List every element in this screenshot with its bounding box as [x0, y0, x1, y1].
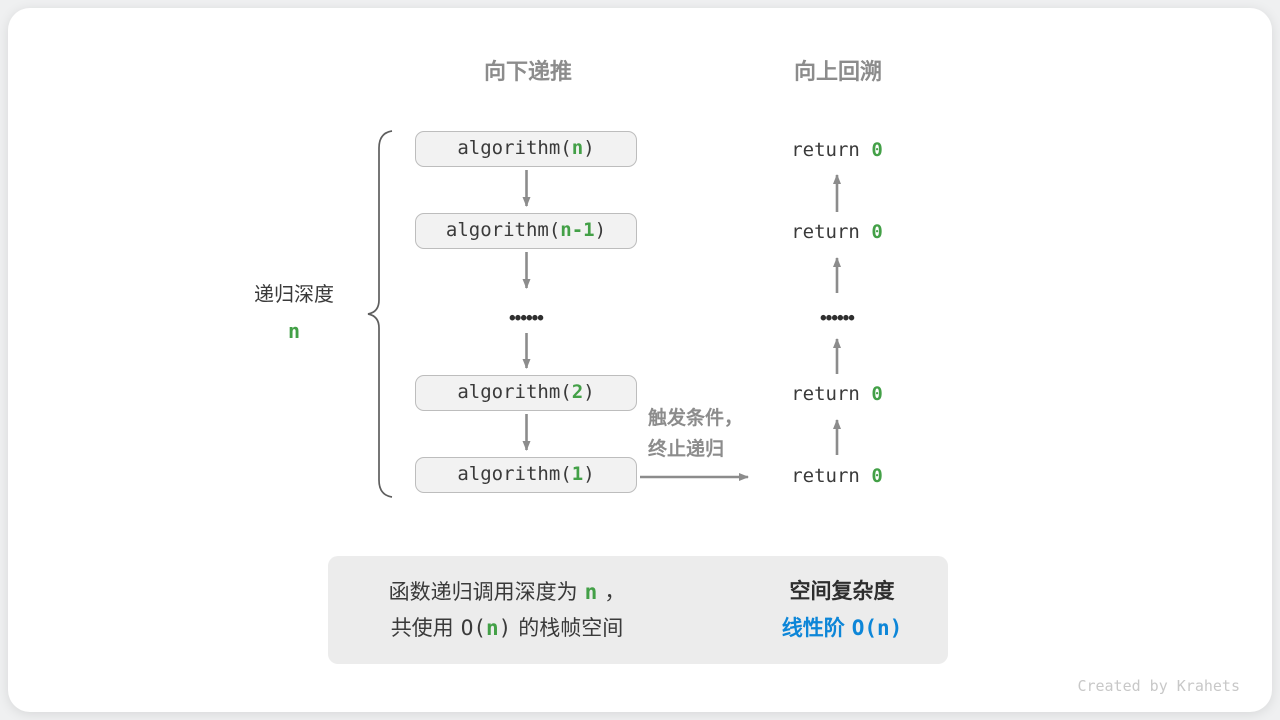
summary-line2-o-close: ) [498, 616, 512, 640]
summary-line1-text: 函数递归调用深度为 [388, 581, 578, 604]
call-box-algorithm-n: algorithm(n) [415, 131, 637, 167]
return-statement: return 0 [757, 380, 917, 408]
call-box-algorithm-1: algorithm(1) [415, 457, 637, 493]
header-upward-backtrack: 向上回溯 [793, 59, 882, 84]
summary-panel [328, 556, 948, 664]
call-close: ) [594, 219, 607, 241]
return-keyword: return [791, 221, 860, 243]
header-downward-recursion: 向下递推 [483, 59, 572, 84]
summary-line2-text2: 的栈帧空间 [518, 617, 624, 640]
complexity-big-o: O(n) [851, 616, 903, 640]
summary-line2: 共使用 O(n) 的栈帧空间 [334, 613, 680, 643]
summary-line2-text: 共使用 [390, 617, 454, 640]
call-fn: algorithm( [445, 219, 561, 241]
return-keyword: return [791, 383, 860, 405]
return-statement: return 0 [757, 218, 917, 246]
call-box-algorithm-n-1: algorithm(n-1) [415, 213, 637, 249]
call-arg: 1 [571, 463, 584, 485]
trigger-condition-line1: 触发条件， [648, 408, 744, 429]
call-close: ) [583, 137, 595, 159]
return-statement: return 0 [757, 462, 917, 490]
call-fn: algorithm( [457, 463, 572, 485]
summary-line1-comma: ， [604, 581, 626, 604]
summary-line1-n: n [584, 580, 598, 604]
return-value: 0 [871, 139, 883, 161]
call-close: ) [583, 463, 595, 485]
call-arg: n [571, 137, 584, 159]
return-keyword: return [791, 139, 860, 161]
call-box-algorithm-2: algorithm(2) [415, 375, 637, 411]
call-close: ) [583, 381, 595, 403]
space-complexity-result: 线性阶 O(n) [742, 613, 942, 643]
ellipsis-dots-right: •••••• [820, 308, 855, 329]
space-complexity-title: 空间复杂度 [789, 580, 895, 603]
ellipsis-dots-left: •••••• [509, 308, 544, 329]
return-statement: return 0 [757, 136, 917, 164]
summary-line2-o-open: O( [460, 616, 486, 640]
depth-label: 递归深度 [254, 284, 334, 306]
return-keyword: return [791, 465, 860, 487]
trigger-condition-line2: 终止递归 [648, 439, 725, 460]
summary-line1: 函数递归调用深度为 n ， [334, 577, 680, 607]
summary-line2-n: n [485, 616, 499, 640]
call-arg: n-1 [560, 219, 595, 241]
call-fn: algorithm( [457, 137, 572, 159]
call-arg: 2 [571, 381, 584, 403]
return-value: 0 [871, 383, 883, 405]
complexity-order-label: 线性阶 [781, 617, 845, 640]
return-value: 0 [871, 465, 883, 487]
depth-value: n [287, 319, 301, 343]
call-fn: algorithm( [457, 381, 572, 403]
credit-text: Created by Krahets [1077, 677, 1240, 695]
return-value: 0 [871, 221, 883, 243]
